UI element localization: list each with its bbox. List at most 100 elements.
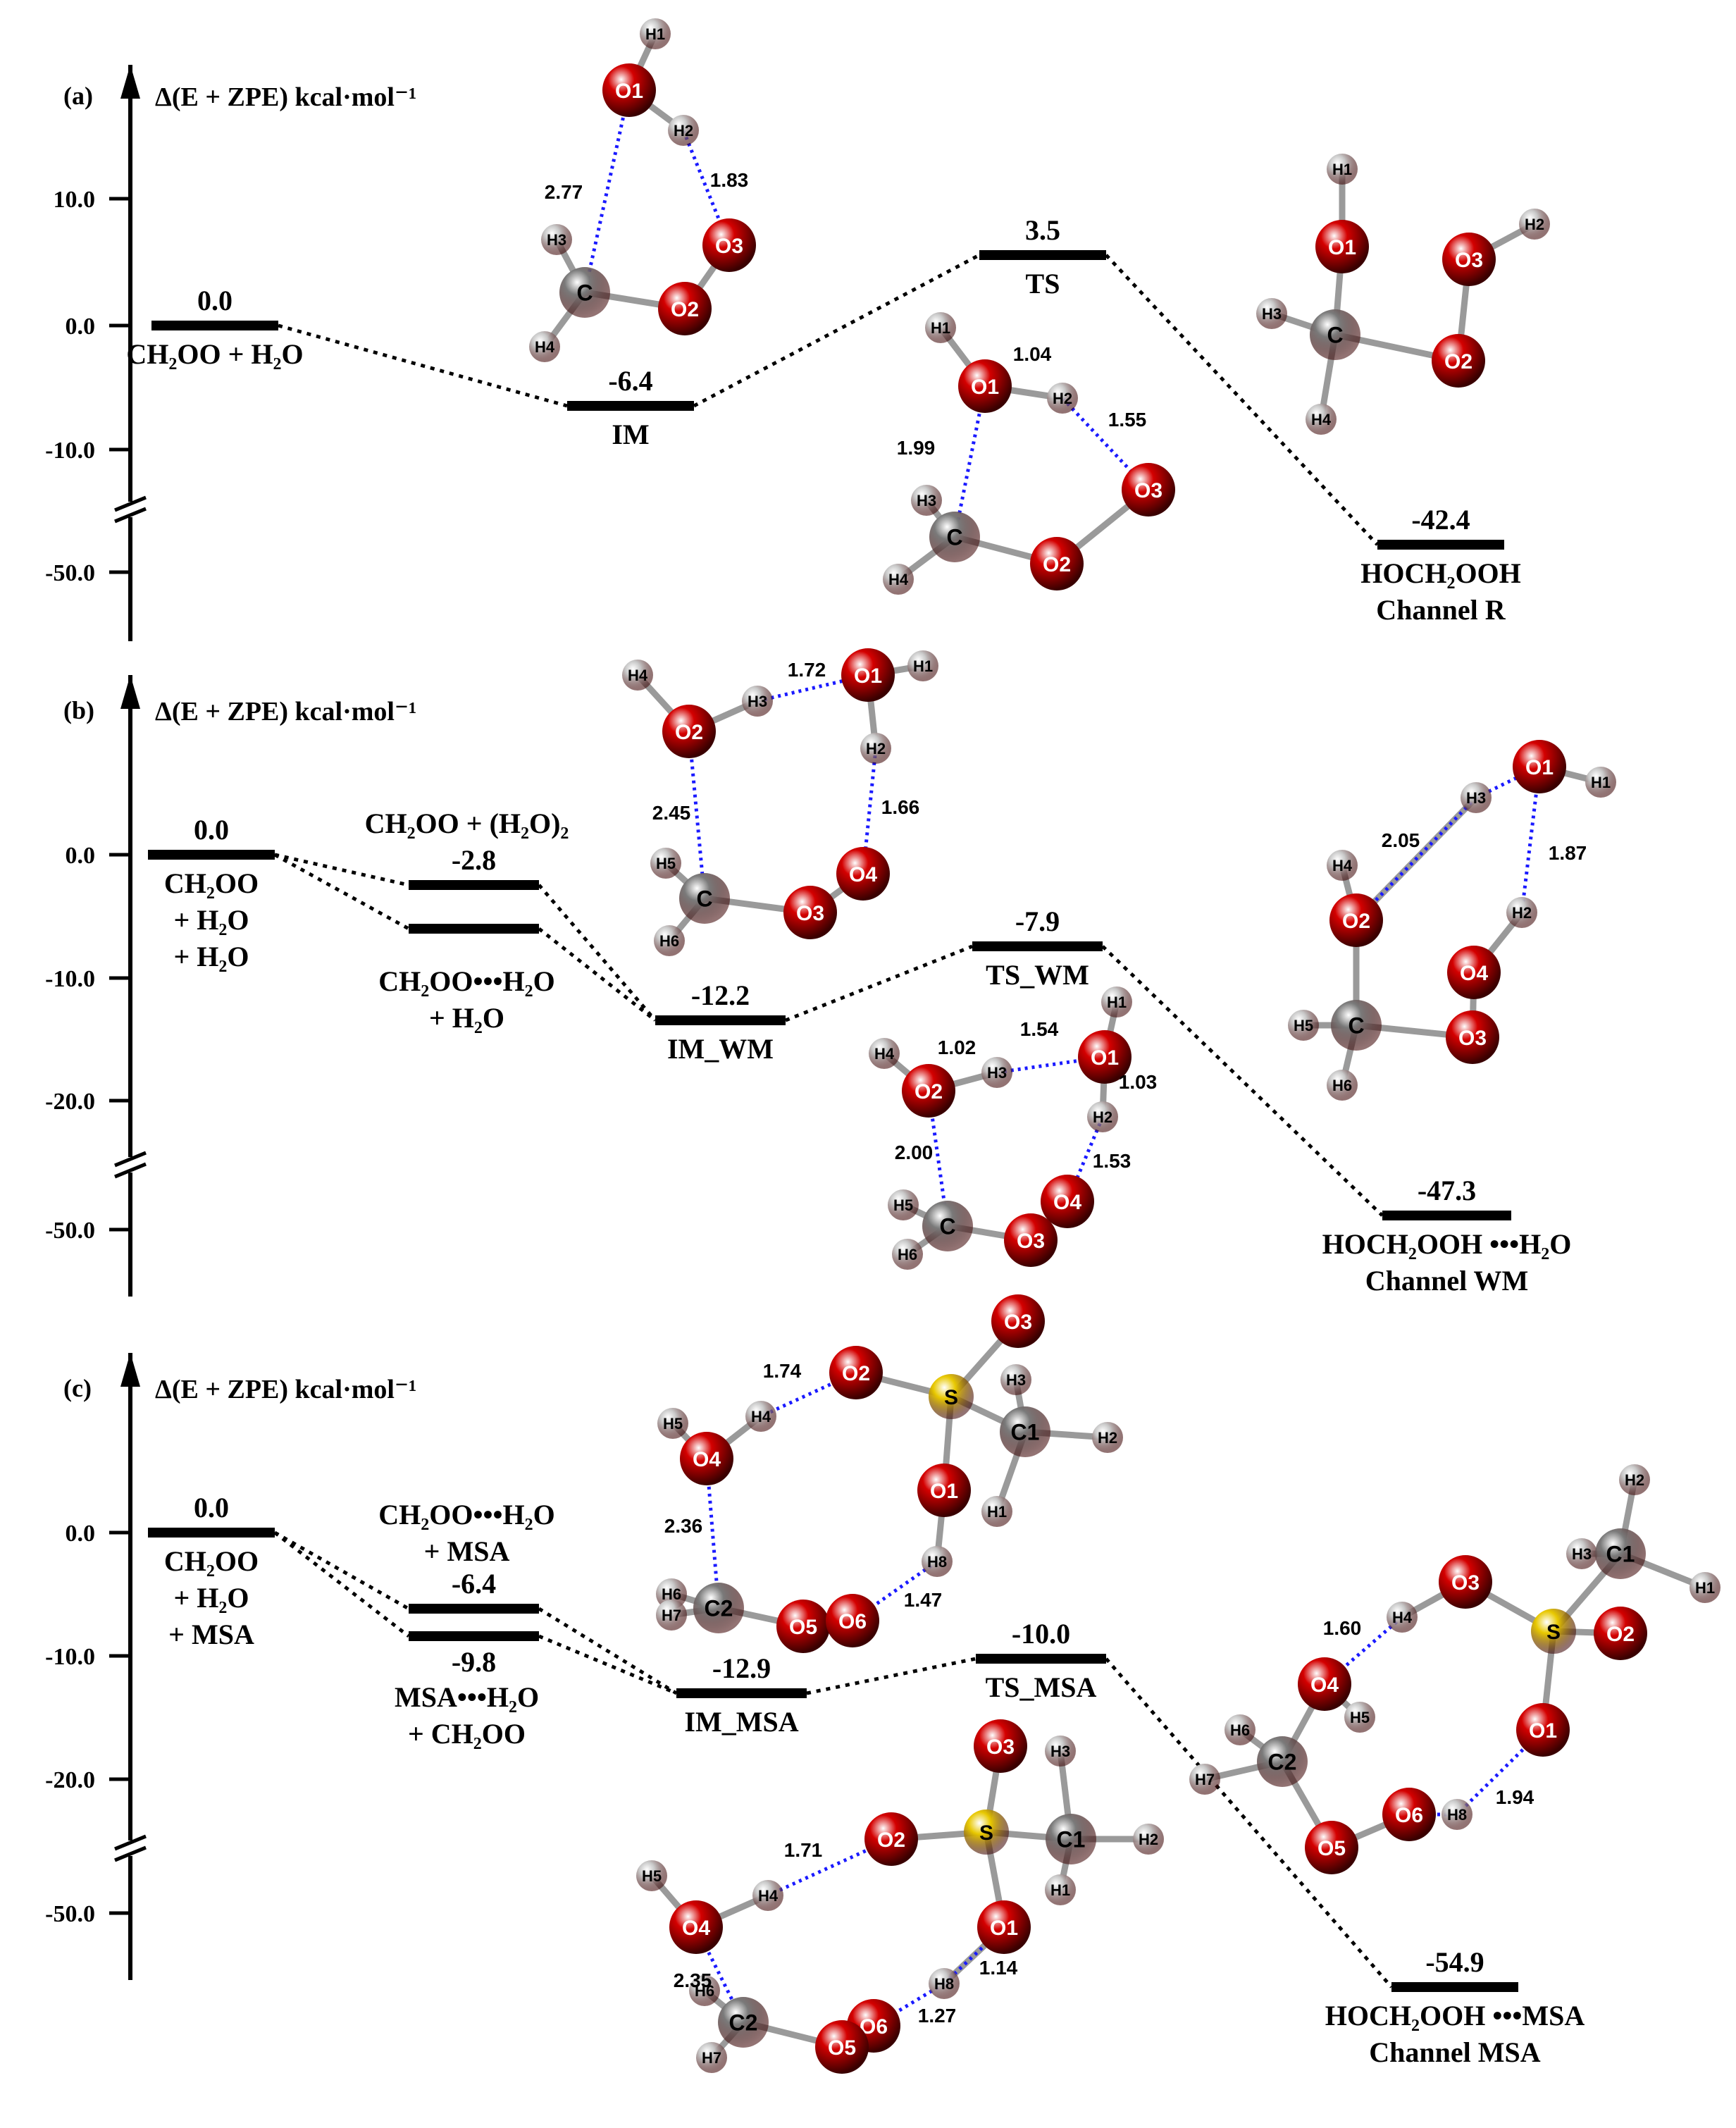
atom-label: H3 bbox=[1050, 1743, 1070, 1760]
atom-label: H6 bbox=[898, 1246, 917, 1263]
atom-label: H1 bbox=[1332, 161, 1352, 178]
atom-label: O2 bbox=[671, 298, 699, 321]
atom bbox=[1101, 986, 1132, 1017]
bond-length-label: 1.02 bbox=[938, 1037, 976, 1058]
atom bbox=[1531, 1609, 1576, 1654]
bond-length-label: 1.99 bbox=[897, 437, 936, 459]
panel-2: (c)Δ(E + ZPE) kcal·mol⁻¹0.0-10.0-20.0-50… bbox=[45, 1294, 1720, 2074]
bond-length-label: 1.55 bbox=[1108, 409, 1147, 431]
connector-line bbox=[538, 1607, 678, 1695]
y-tick-label: -20.0 bbox=[45, 1089, 95, 1115]
axis-break-mark bbox=[114, 1151, 147, 1168]
atom bbox=[1344, 1702, 1375, 1733]
level-name: MSA•••H₂O bbox=[395, 1681, 539, 1713]
atom-label: O4 bbox=[849, 863, 877, 886]
atom bbox=[1030, 537, 1084, 590]
y-axis-label: Δ(E + ZPE) kcal·mol⁻¹ bbox=[155, 82, 416, 112]
bond-length-label: 2.36 bbox=[664, 1515, 703, 1537]
atom bbox=[752, 1880, 783, 1911]
atom bbox=[1000, 1364, 1031, 1395]
atom bbox=[1306, 404, 1337, 435]
connector-line bbox=[278, 323, 568, 408]
connector-line bbox=[538, 1634, 677, 1695]
atom bbox=[925, 312, 956, 343]
atom bbox=[657, 1408, 688, 1439]
atom-label: O1 bbox=[1328, 236, 1356, 259]
atom bbox=[693, 1583, 744, 1633]
atom bbox=[922, 1546, 953, 1577]
atom bbox=[1585, 767, 1616, 798]
atom-label: O3 bbox=[1134, 479, 1162, 502]
atom bbox=[981, 1057, 1012, 1088]
atom-label: H4 bbox=[535, 338, 555, 356]
atom bbox=[929, 1968, 960, 1999]
atom-label: O3 bbox=[986, 1736, 1015, 1759]
atom-label: H2 bbox=[1625, 1471, 1644, 1489]
atom-label: H2 bbox=[1139, 1831, 1158, 1848]
atom-label: H6 bbox=[1230, 1721, 1250, 1739]
atom bbox=[668, 115, 699, 146]
atom bbox=[1000, 1406, 1050, 1457]
atom-label: H3 bbox=[547, 231, 566, 249]
atom-label: O5 bbox=[828, 2036, 856, 2060]
bond-length-label: 1.47 bbox=[904, 1589, 943, 1611]
atom bbox=[902, 1064, 955, 1118]
level-value: -42.4 bbox=[1411, 504, 1470, 536]
atom-label: H5 bbox=[893, 1196, 913, 1214]
level-value: -12.2 bbox=[691, 979, 750, 1011]
atom bbox=[650, 848, 681, 879]
bond-length-label: 1.66 bbox=[881, 796, 920, 818]
connector-line bbox=[274, 853, 409, 887]
atom bbox=[1288, 1010, 1319, 1041]
atom bbox=[1461, 782, 1492, 813]
hydrogen-bond bbox=[583, 89, 631, 293]
atom bbox=[696, 2042, 727, 2073]
atom bbox=[911, 485, 942, 516]
y-tick-label: 10.0 bbox=[54, 187, 96, 213]
atom-label: C1 bbox=[1057, 1827, 1086, 1852]
y-tick-label: -10.0 bbox=[45, 1644, 95, 1670]
connector-line bbox=[693, 253, 981, 408]
atom-label: C1 bbox=[1606, 1542, 1635, 1567]
atom bbox=[1513, 740, 1566, 793]
connector-line bbox=[273, 853, 410, 931]
atom-label: O2 bbox=[1043, 553, 1071, 576]
atom-label: O2 bbox=[914, 1080, 943, 1103]
axis-break-mark bbox=[114, 495, 147, 512]
atom bbox=[622, 660, 653, 691]
connector-line bbox=[806, 1657, 976, 1695]
atom-label: O4 bbox=[693, 1448, 721, 1471]
level-value: 3.5 bbox=[1025, 214, 1060, 246]
atom-label: O5 bbox=[1318, 1837, 1346, 1860]
atom-label: H7 bbox=[702, 2049, 721, 2067]
atom-label: H8 bbox=[1447, 1806, 1467, 1824]
y-tick-label: -50.0 bbox=[45, 560, 95, 586]
atom bbox=[1224, 1714, 1256, 1745]
atom bbox=[1046, 1814, 1096, 1864]
atom-label: H1 bbox=[1591, 774, 1611, 791]
atom-label: H8 bbox=[934, 1975, 954, 1993]
atom bbox=[815, 2020, 869, 2074]
atom bbox=[1594, 1607, 1647, 1660]
level-name: + H₂O bbox=[429, 1002, 504, 1034]
panel-1: (b)Δ(E + ZPE) kcal·mol⁻¹0.0-10.0-20.0-50… bbox=[45, 648, 1616, 1297]
atom-label: H3 bbox=[1572, 1545, 1592, 1563]
atom bbox=[1506, 897, 1537, 928]
panel-0: (a)Δ(E + ZPE) kcal·mol⁻¹10.00.0-10.0-50.… bbox=[45, 18, 1550, 641]
level-value: -6.4 bbox=[608, 365, 652, 397]
atom bbox=[829, 1346, 883, 1399]
atom-label: O3 bbox=[1458, 1027, 1487, 1050]
atom bbox=[974, 1719, 1027, 1773]
level-name: IM_MSA bbox=[684, 1706, 798, 1738]
atom bbox=[1566, 1538, 1597, 1569]
atom bbox=[1122, 463, 1175, 516]
atom bbox=[1442, 233, 1496, 286]
bond-length-label: 2.00 bbox=[895, 1142, 934, 1163]
atom-label: H2 bbox=[1053, 390, 1072, 407]
atom-label: H5 bbox=[663, 1415, 683, 1433]
